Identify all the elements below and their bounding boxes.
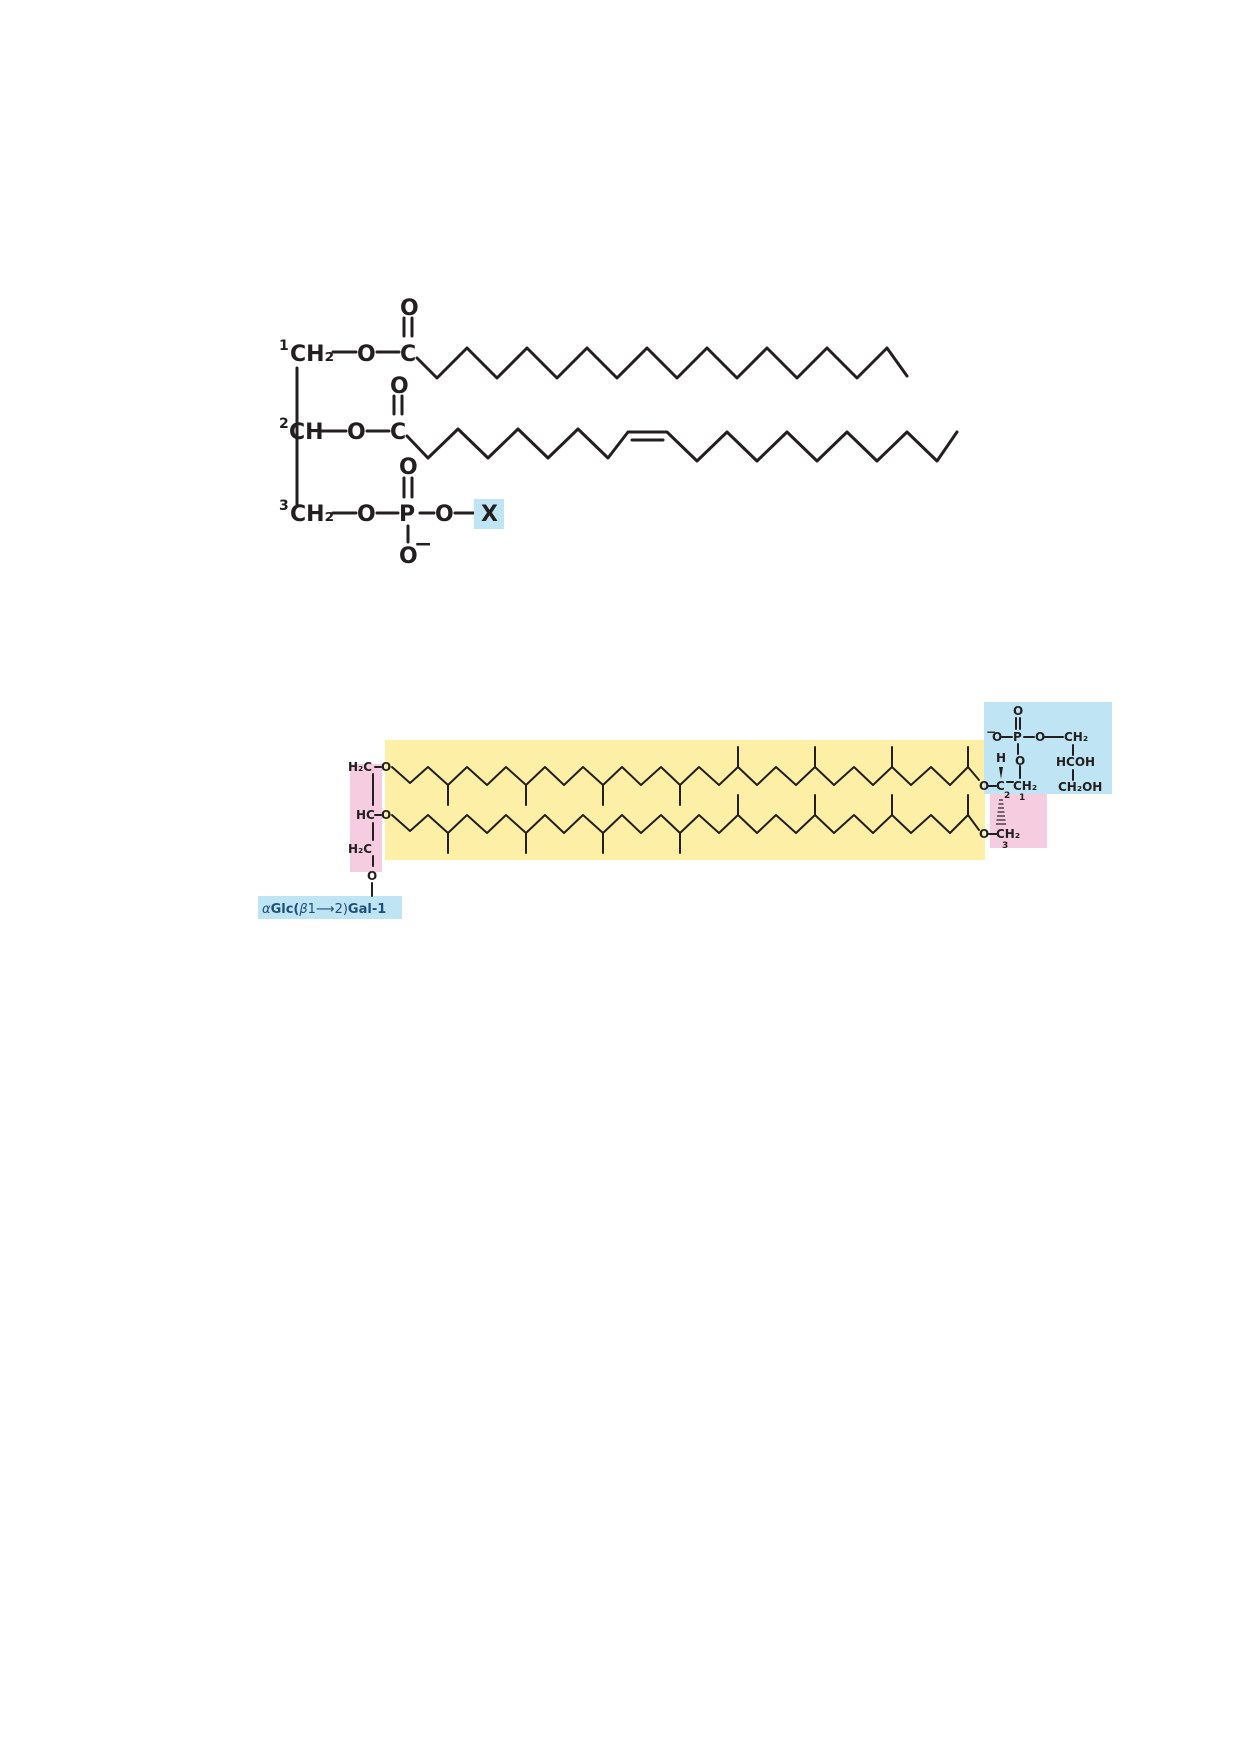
sugar-label-highlight: [258, 896, 402, 919]
left-ether-oxygen-2: O: [381, 808, 391, 822]
isoprenoid-chain-upper: [391, 766, 980, 786]
archaeal-membrane-lipid: H₂C O HC O H₂C O: [258, 702, 1112, 919]
sugar-label: αGlc(β1⟶2)Gal-1: [262, 902, 386, 917]
negative-charge: −: [414, 532, 432, 557]
right-carbon-number-1: 1: [1019, 793, 1025, 803]
left-c2-hc: HC: [356, 808, 375, 822]
right-c2-hydrogen: H: [996, 751, 1006, 765]
isoprenoid-chain-highlight: [385, 740, 985, 860]
phosphorus: P: [399, 502, 415, 527]
c1-ch2: CH₂: [290, 342, 334, 367]
unsaturated-fatty-acid-chain: [405, 427, 959, 463]
right-ether-oxygen-1: O: [979, 779, 989, 793]
right-carbon-number-2: 2: [1004, 791, 1010, 801]
right-phosphoester-oxygen: O: [1015, 754, 1025, 768]
right-c3-ch2: CH₂: [996, 827, 1020, 841]
left-glycosidic-oxygen: O: [367, 869, 377, 883]
saturated-fatty-acid-chain: [415, 346, 909, 380]
carbon-number-1: 1: [279, 338, 289, 354]
head-phosphorus: P: [1013, 730, 1022, 744]
upper-chain-methyl-groups: [447, 746, 969, 806]
phosphate-negative-charge: −: [986, 725, 996, 739]
c3-ch2: CH₂: [290, 502, 334, 527]
left-c1-h2c: H₂C: [348, 760, 372, 774]
carbonyl-oxygen-2: O: [390, 374, 409, 399]
hashed-wedge-bond: [996, 799, 1006, 825]
ester-oxygen-1: O: [357, 342, 376, 367]
phosphoester-oxygen: O: [357, 502, 376, 527]
carbonyl-carbon-1: C: [400, 342, 416, 367]
phosphoryl-oxygen: O: [399, 455, 418, 480]
right-carbon-number-3: 3: [1002, 841, 1008, 851]
left-c3-h2c: H₂C: [348, 842, 372, 856]
left-ether-oxygen-1: O: [381, 760, 391, 774]
phosphate-anion-oxygen: O: [399, 544, 418, 569]
carbonyl-carbon-2: C: [390, 420, 406, 445]
glycerophosphate-highlight: [984, 702, 1112, 794]
wedge-bond-h: [999, 767, 1003, 779]
head-phosphoryl-oxygen: O: [1013, 704, 1023, 718]
glycerophospholipid: 1 CH₂ O C O 2 CH O C O 3 CH₂ O P O O −: [279, 296, 959, 569]
isoprenoid-chain-lower: [391, 814, 980, 834]
right-ether-oxygen-2: O: [979, 827, 989, 841]
head-group-x: X: [481, 502, 498, 527]
c2-ch: CH: [289, 420, 324, 445]
right-c1-ch2: CH₂: [1013, 779, 1037, 793]
phosphate-oxygen-to-x: O: [435, 502, 454, 527]
carbon-number-3: 3: [279, 498, 289, 514]
lower-chain-methyl-groups: [447, 794, 969, 854]
left-glycerol-highlight: [350, 764, 382, 872]
ester-oxygen-2: O: [347, 420, 366, 445]
head-bridge-oxygen: O: [1035, 730, 1045, 744]
carbon-number-2: 2: [279, 416, 289, 432]
head-ch2: CH₂: [1064, 730, 1088, 744]
head-ch2oh: CH₂OH: [1058, 780, 1102, 794]
head-group-highlight: [474, 499, 504, 529]
right-c2-carbon: C: [996, 779, 1005, 793]
head-hcoh: HCOH: [1056, 755, 1095, 769]
carbonyl-oxygen-1: O: [400, 296, 419, 321]
phosphate-anion-oxygen: O: [992, 730, 1002, 744]
